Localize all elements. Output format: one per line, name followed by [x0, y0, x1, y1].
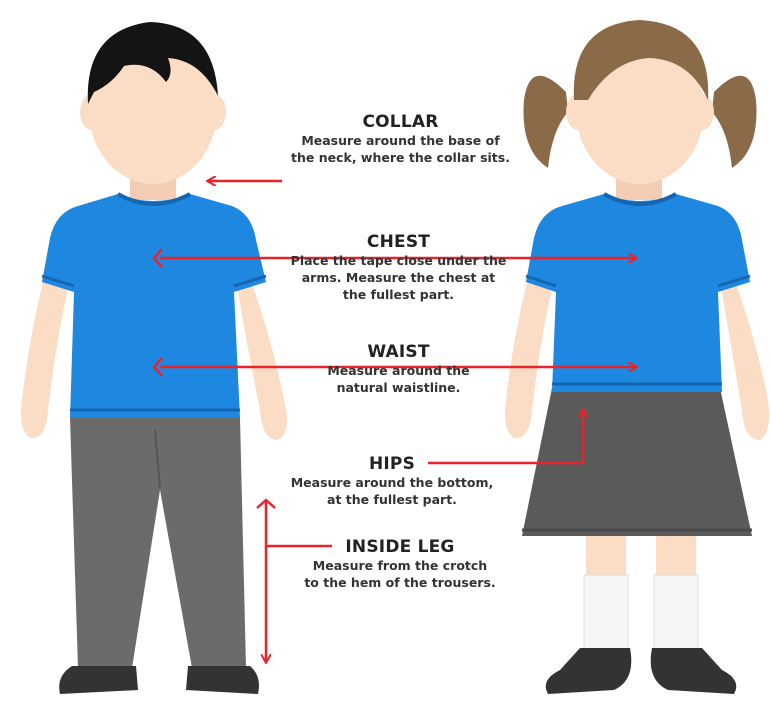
- hips-title: HIPS: [272, 454, 512, 474]
- inside-leg-desc-line-2: to the hem of the trousers.: [280, 574, 520, 591]
- hips-desc-line-2: at the fullest part.: [272, 491, 512, 508]
- collar-label: COLLAR Measure around the base of the ne…: [278, 112, 523, 166]
- waist-desc-line-1: Measure around the: [276, 362, 521, 379]
- hips-desc-line-1: Measure around the bottom,: [272, 474, 512, 491]
- inside-leg-label: INSIDE LEG Measure from the crotch to th…: [280, 537, 520, 591]
- hips-label: HIPS Measure around the bottom, at the f…: [272, 454, 512, 508]
- waist-title: WAIST: [363, 342, 433, 362]
- collar-title: COLLAR: [278, 112, 523, 132]
- chest-desc-line-1: Place the tape close under the: [276, 252, 521, 269]
- inside-leg-desc-line-1: Measure from the crotch: [280, 557, 520, 574]
- collar-desc-line-2: the neck, where the collar sits.: [278, 149, 523, 166]
- waist-label: WAIST Measure around the natural waistli…: [276, 342, 521, 396]
- collar-desc-line-1: Measure around the base of: [278, 132, 523, 149]
- chest-desc-line-3: the fullest part.: [276, 286, 521, 303]
- girl-figure: [505, 20, 769, 694]
- chest-desc-line-2: arms. Measure the chest at: [276, 269, 521, 286]
- boy-figure: [21, 22, 287, 694]
- chest-label: CHEST Place the tape close under the arm…: [276, 232, 521, 303]
- chest-title: CHEST: [363, 232, 434, 252]
- waist-desc-line-2: natural waistline.: [276, 379, 521, 396]
- inside-leg-title: INSIDE LEG: [341, 537, 458, 557]
